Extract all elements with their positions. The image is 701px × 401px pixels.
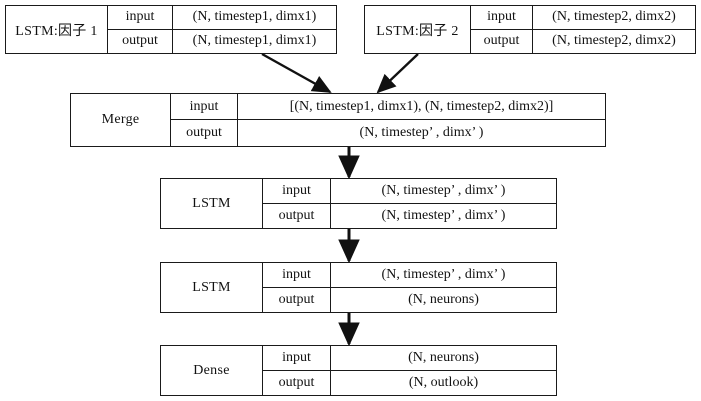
output-label: output (263, 287, 331, 312)
block-dense: Dense input (N, neurons) output (N, outl… (160, 345, 557, 396)
block-lstm-2-output-value: (N, neurons) (408, 291, 479, 307)
block-lstm-factor-1: LSTM:因子 1 input (N, timestep1, dimx1) ou… (5, 5, 337, 54)
block-lstm-1-output-row: output (N, timestep’ , dimx’ ) (263, 203, 556, 228)
block-lstm-1-input-row: input (N, timestep’ , dimx’ ) (263, 179, 556, 204)
input-label: input (263, 179, 331, 203)
block-lstm-2-input-value: (N, timestep’ , dimx’ ) (381, 266, 506, 282)
block-lstm-2-output-row: output (N, neurons) (263, 287, 556, 312)
block-lstm-1: LSTM input (N, timestep’ , dimx’ ) outpu… (160, 178, 557, 229)
block-dense-input-row: input (N, neurons) (263, 346, 556, 371)
block-lstm-factor-2-io: input (N, timestep2, dimx2) output (N, t… (471, 6, 695, 53)
input-label: input (171, 94, 238, 119)
arrow-lstm-factor-2-to-merge (376, 53, 419, 94)
block-dense-input-value: (N, neurons) (408, 349, 479, 365)
block-lstm-factor-1-io: input (N, timestep1, dimx1) output (N, t… (108, 6, 336, 53)
block-dense-output-row: output (N, outlook) (263, 370, 556, 395)
block-lstm-factor-2-output-value: (N, timestep2, dimx2) (552, 33, 676, 49)
block-lstm-1-name: LSTM (161, 179, 263, 228)
input-label: input (108, 6, 173, 29)
input-label: input (263, 346, 331, 370)
output-label: output (108, 29, 173, 53)
block-lstm-factor-2-name: LSTM:因子 2 (365, 6, 471, 53)
block-merge-output-row: output (N, timestep’ , dimx’ ) (171, 120, 605, 146)
output-label: output (471, 29, 533, 53)
block-dense-io: input (N, neurons) output (N, outlook) (263, 346, 556, 395)
block-lstm-factor-2-input-value: (N, timestep2, dimx2) (552, 9, 676, 25)
block-lstm-factor-1-input-row: input (N, timestep1, dimx1) (108, 6, 336, 30)
block-lstm-factor-2-output-row: output (N, timestep2, dimx2) (471, 29, 695, 53)
output-label: output (263, 203, 331, 228)
block-lstm-1-output-value: (N, timestep’ , dimx’ ) (381, 207, 506, 223)
block-dense-output-value: (N, outlook) (408, 374, 479, 390)
block-lstm-1-input-value: (N, timestep’ , dimx’ ) (381, 182, 506, 198)
block-dense-name: Dense (161, 346, 263, 395)
block-lstm-2: LSTM input (N, timestep’ , dimx’ ) outpu… (160, 262, 557, 313)
output-label: output (263, 370, 331, 395)
block-lstm-factor-2-input-row: input (N, timestep2, dimx2) (471, 6, 695, 30)
block-lstm-2-name: LSTM (161, 263, 263, 312)
block-merge-input-value: [(N, timestep1, dimx1), (N, timestep2, d… (289, 98, 554, 114)
block-lstm-factor-1-output-row: output (N, timestep1, dimx1) (108, 29, 336, 53)
block-merge-output-value: (N, timestep’ , dimx’ ) (359, 125, 484, 140)
block-merge-input-row: input [(N, timestep1, dimx1), (N, timest… (171, 94, 605, 120)
block-lstm-factor-1-name: LSTM:因子 1 (6, 6, 108, 53)
block-lstm-factor-2: LSTM:因子 2 input (N, timestep2, dimx2) ou… (364, 5, 696, 54)
block-lstm-1-io: input (N, timestep’ , dimx’ ) output (N,… (263, 179, 556, 228)
input-label: input (263, 263, 331, 287)
block-lstm-2-input-row: input (N, timestep’ , dimx’ ) (263, 263, 556, 288)
block-lstm-factor-1-input-value: (N, timestep1, dimx1) (192, 9, 317, 25)
block-merge-io: input [(N, timestep1, dimx1), (N, timest… (171, 94, 605, 146)
block-merge-name: Merge (71, 94, 171, 146)
input-label: input (471, 6, 533, 29)
block-lstm-factor-1-output-value: (N, timestep1, dimx1) (192, 33, 317, 49)
output-label: output (171, 120, 238, 146)
arrow-lstm-factor-1-to-merge (261, 52, 332, 94)
block-lstm-2-io: input (N, timestep’ , dimx’ ) output (N,… (263, 263, 556, 312)
block-merge: Merge input [(N, timestep1, dimx1), (N, … (70, 93, 606, 147)
